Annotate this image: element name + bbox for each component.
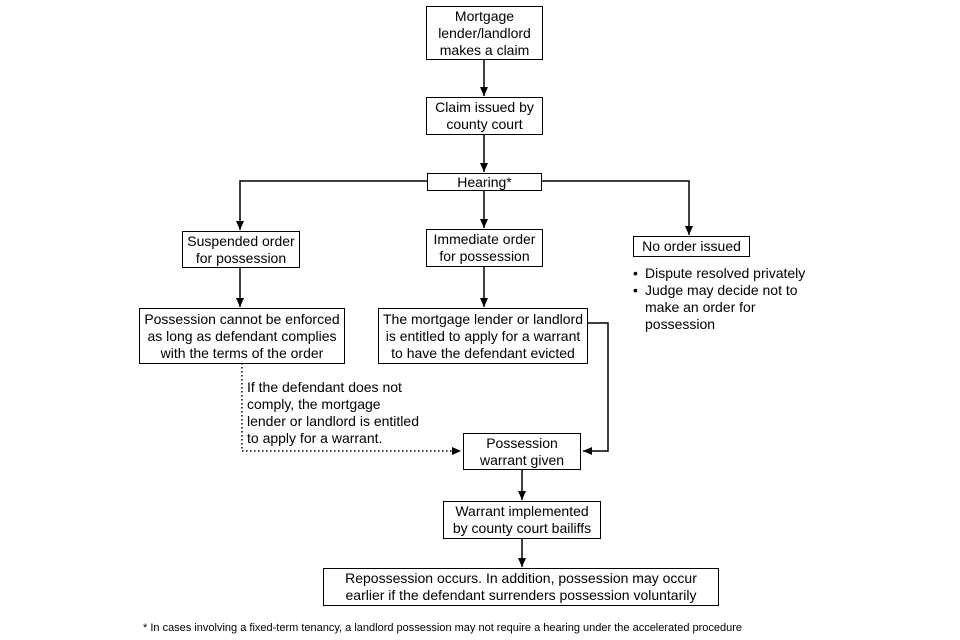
- dotted-path-note-line-1: If the defendant does not: [247, 379, 402, 395]
- box-possession-warrant-given: Possession warrant given: [463, 433, 581, 470]
- no-order-reason-item: Judge may decide not to make an order fo…: [633, 282, 805, 333]
- arrow-entitled-to-warrant-given: [583, 322, 609, 455]
- dotted-arrow-cannot-enforce-to-warrant-given: [241, 363, 461, 455]
- box-claim-issued: Claim issued by county court: [426, 97, 543, 135]
- box-immediate-order-line-1: Immediate order: [433, 231, 536, 247]
- box-entitled-to-warrant-line-1: The mortgage lender or landlord: [382, 310, 583, 327]
- box-hearing-label: Hearing*: [457, 173, 512, 190]
- box-suspended-order-line-1: Suspended order: [187, 232, 295, 249]
- box-possession-warrant-given-line-2: warrant given: [479, 451, 565, 468]
- box-cannot-be-enforced-line-3: with the terms of the order: [160, 344, 324, 361]
- box-cannot-be-enforced-line-2: as long as defendant complies: [147, 327, 337, 344]
- arrow-hearing-to-no-order: [542, 180, 693, 235]
- box-claim-issued-line-2: county court: [446, 116, 523, 132]
- box-possession-warrant-given-line-1: Possession: [486, 434, 558, 451]
- box-no-order-issued: No order issued: [633, 236, 750, 257]
- arrow-hearing-to-suspended: [236, 180, 427, 230]
- dotted-path-note-line-4: to apply for a warrant.: [247, 430, 383, 446]
- box-cannot-be-enforced-line-1: Possession cannot be enforced: [144, 310, 340, 327]
- box-suspended-order-line-2: for possession: [195, 249, 287, 266]
- no-order-reasons-list: Dispute resolved privately Judge may dec…: [633, 265, 805, 333]
- box-warrant-implemented: Warrant implemented by county court bail…: [443, 501, 601, 539]
- box-warrant-implemented-line-2: by county court bailiffs: [452, 520, 592, 536]
- box-immediate-order: Immediate order for possession: [426, 229, 543, 267]
- box-lender-makes-claim-line-3: makes a claim: [439, 41, 530, 58]
- box-lender-makes-claim-line-2: lender/landlord: [438, 24, 531, 41]
- box-lender-makes-claim-line-1: Mortgage: [454, 7, 515, 24]
- no-order-reason-1-line-1: Dispute resolved privately: [645, 265, 806, 281]
- box-lender-makes-claim: Mortgage lender/landlord makes a claim: [426, 6, 543, 60]
- box-entitled-to-warrant-line-2: is entitled to apply for a warrant: [385, 327, 581, 344]
- dotted-path-note: If the defendant does not comply, the mo…: [247, 379, 419, 447]
- no-order-reason-2-line-1: Judge may decide not to: [645, 282, 798, 298]
- no-order-reason-item: Dispute resolved privately: [633, 265, 805, 282]
- box-cannot-be-enforced: Possession cannot be enforced as long as…: [139, 308, 345, 364]
- footnote: * In cases involving a fixed-term tenanc…: [143, 622, 743, 634]
- box-no-order-issued-label: No order issued: [642, 238, 741, 254]
- dotted-path-note-line-2: comply, the mortgage: [247, 396, 381, 412]
- box-repossession-occurs-line-1: Repossession occurs. In addition, posses…: [345, 570, 697, 586]
- box-immediate-order-line-2: for possession: [439, 248, 530, 264]
- box-suspended-order: Suspended order for possession: [182, 231, 300, 268]
- box-repossession-occurs-line-2: earlier if the defendant surrenders poss…: [345, 587, 697, 603]
- no-order-reason-2-line-3: possession: [645, 316, 716, 332]
- box-claim-issued-line-1: Claim issued by: [435, 99, 534, 115]
- box-entitled-to-warrant: The mortgage lender or landlord is entit…: [378, 308, 588, 364]
- dotted-path-note-line-3: lender or landlord is entitled: [247, 413, 419, 429]
- no-order-reason-2-line-2: make an order for: [645, 299, 756, 315]
- box-hearing: Hearing*: [427, 173, 542, 191]
- box-warrant-implemented-line-1: Warrant implemented: [455, 503, 589, 519]
- box-entitled-to-warrant-line-3: to have the defendant evicted: [391, 344, 575, 361]
- box-repossession-occurs: Repossession occurs. In addition, posses…: [323, 568, 719, 606]
